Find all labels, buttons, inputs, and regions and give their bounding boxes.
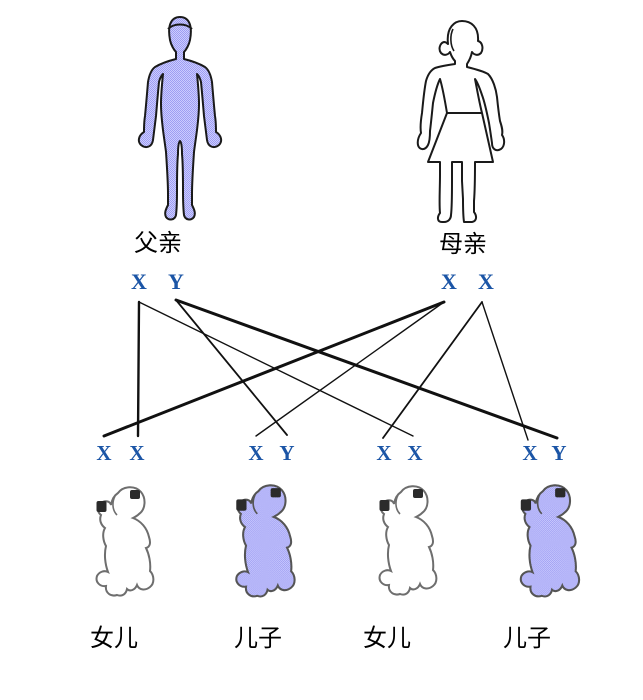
child1-allele-X1: X <box>96 441 112 465</box>
child4-label: 儿子 <box>503 626 551 652</box>
child2-allele-Y: Y <box>279 441 295 465</box>
child3-allele-X2: X <box>407 441 423 465</box>
child3-label: 女儿 <box>363 626 411 652</box>
baby-son-2-figure <box>519 484 581 598</box>
child3-allele-X1: X <box>376 441 392 465</box>
father-hairline <box>167 23 193 30</box>
father-figure <box>137 16 223 221</box>
inheritance-line-mother-X1-to-child2-X <box>255 301 445 437</box>
father-allele-X: X <box>131 269 147 294</box>
child4-allele-X: X <box>522 441 538 465</box>
baby-daughter-1-figure <box>95 486 155 597</box>
inheritance-line-mother-X1-to-child1-X1 <box>102 300 446 438</box>
baby-son-1-figure <box>235 484 296 598</box>
child4-allele-Y: Y <box>551 441 567 465</box>
inheritance-line-father-X-to-child1-X2 <box>136 300 141 438</box>
child1-label: 女儿 <box>90 626 138 652</box>
mother-figure <box>416 20 506 223</box>
child2-allele-X: X <box>248 441 264 465</box>
mother-allele-X1: X <box>441 269 457 294</box>
child1-allele-X2: X <box>129 441 145 465</box>
inheritance-line-father-Y-to-child4-Y <box>174 298 559 440</box>
inheritance-line-mother-X2-to-child3-X1 <box>382 301 483 439</box>
baby-daughter-2-figure <box>378 485 438 596</box>
inheritance-line-father-X-to-child3-X2 <box>138 301 414 437</box>
inheritance-line-mother-X2-to-child4-X <box>481 301 529 441</box>
child2-label: 儿子 <box>234 626 282 652</box>
father-allele-Y: Y <box>168 269 184 294</box>
mother-label: 母亲 <box>439 232 487 258</box>
mother-allele-X2: X <box>478 269 494 294</box>
mother-face-line <box>450 28 455 52</box>
father-label: 父亲 <box>134 231 182 257</box>
inheritance-line-father-Y-to-child2-Y <box>175 299 288 436</box>
